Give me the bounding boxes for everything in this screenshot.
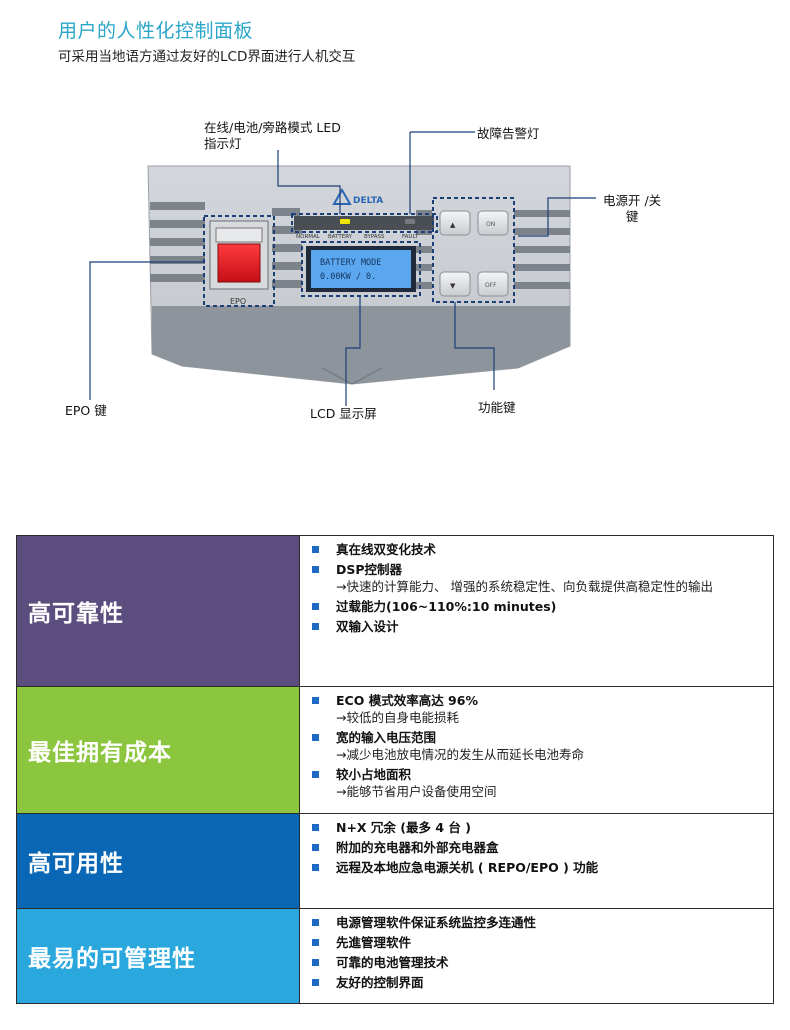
battery-led-icon	[340, 219, 350, 224]
feature-item: 远程及本地应急电源关机 ( REPO/EPO ) 功能	[312, 859, 773, 876]
led-label-normal: NORMAL	[296, 234, 321, 240]
callout-led-indicator: 在线/电池/旁路模式 LED 指示灯	[204, 120, 341, 151]
feature-category: 高可用性	[17, 814, 300, 908]
square-bullet-icon	[312, 697, 319, 704]
square-bullet-icon	[312, 603, 319, 610]
feature-item: 过载能力(106~110%:10 minutes)	[312, 598, 773, 615]
callout-power-key: 电源开 /关 键	[603, 193, 662, 224]
control-panel-illustration: DELTA NORMAL BATTERY BYPASS FAULT EPO BA…	[89, 131, 596, 406]
feature-item: 先進管理软件	[312, 934, 773, 951]
page-title: 用户的人性化控制面板	[58, 20, 254, 42]
svg-text:▲: ▲	[450, 221, 456, 229]
led-label-battery: BATTERY	[328, 234, 353, 240]
feature-item: 双输入设计	[312, 618, 773, 635]
feature-category: 最佳拥有成本	[17, 687, 300, 813]
fault-led-icon	[405, 219, 415, 224]
epo-button[interactable]: EPO	[209, 220, 269, 306]
feature-category: 高可靠性	[17, 536, 300, 686]
callout-lines	[89, 131, 596, 406]
square-bullet-icon	[312, 844, 319, 851]
feature-row-cost: 最佳拥有成本 ECO 模式效率高达 96%→较低的自身电能损耗 宽的输入电压范围…	[17, 687, 773, 814]
feature-item: 附加的充电器和外部充电器盒	[312, 839, 773, 856]
feature-table: 高可靠性 真在线双变化技术 DSP控制器→快速的计算能力、 增强的系统稳定性、向…	[16, 535, 774, 1004]
function-key-up[interactable]: ▲	[439, 210, 471, 236]
lcd-line-2: 0.00KW / 0.	[320, 272, 376, 282]
square-bullet-icon	[312, 734, 319, 741]
callout-function-key: 功能键	[478, 400, 516, 415]
highlight-boxes	[203, 197, 515, 307]
feature-item: 友好的控制界面	[312, 974, 773, 991]
delta-logo: DELTA	[332, 187, 383, 206]
feature-row-reliability: 高可靠性 真在线双变化技术 DSP控制器→快速的计算能力、 增强的系统稳定性、向…	[17, 536, 773, 687]
callout-epo-key: EPO 键	[65, 403, 107, 418]
callout-lcd: LCD 显示屏	[310, 406, 377, 421]
square-bullet-icon	[312, 864, 319, 871]
feature-items: ECO 模式效率高达 96%→较低的自身电能损耗 宽的输入电压范围→减少电池放电…	[300, 687, 773, 813]
square-bullet-icon	[312, 566, 319, 573]
feature-item: 宽的输入电压范围→减少电池放电情况的发生从而延长电池寿命	[312, 729, 773, 763]
feature-item: 可靠的电池管理技术	[312, 954, 773, 971]
callout-fault-lamp: 故障告警灯	[477, 126, 540, 141]
led-indicators: NORMAL BATTERY BYPASS FAULT	[294, 216, 434, 240]
feature-row-manageability: 最易的可管理性 电源管理软件保证系统监控多连通性 先進管理软件 可靠的电池管理技…	[17, 909, 773, 1003]
feature-item: 真在线双变化技术	[312, 541, 773, 558]
feature-category: 最易的可管理性	[17, 909, 300, 1003]
lcd-screen: BATTERY MODE 0.00KW / 0.	[306, 246, 416, 292]
svg-text:DELTA: DELTA	[353, 196, 383, 206]
square-bullet-icon	[312, 919, 319, 926]
square-bullet-icon	[312, 979, 319, 986]
feature-items: 电源管理软件保证系统监控多连通性 先進管理软件 可靠的电池管理技术 友好的控制界…	[300, 909, 773, 1003]
feature-item: 电源管理软件保证系统监控多连通性	[312, 914, 773, 931]
power-on-button[interactable]: ON	[477, 210, 509, 236]
square-bullet-icon	[312, 546, 319, 553]
feature-item: N+X 冗余 (最多 4 台 )	[312, 819, 773, 836]
feature-item: 较小占地面积→能够节省用户设备使用空间	[312, 766, 773, 800]
panel-grooves	[150, 202, 570, 289]
square-bullet-icon	[312, 959, 319, 966]
feature-items: N+X 冗余 (最多 4 台 ) 附加的充电器和外部充电器盒 远程及本地应急电源…	[300, 814, 773, 908]
function-key-down[interactable]: ▼	[439, 271, 471, 297]
svg-text:▼: ▼	[450, 282, 456, 290]
feature-items: 真在线双变化技术 DSP控制器→快速的计算能力、 增强的系统稳定性、向负载提供高…	[300, 536, 773, 686]
feature-row-availability: 高可用性 N+X 冗余 (最多 4 台 ) 附加的充电器和外部充电器盒 远程及本…	[17, 814, 773, 909]
square-bullet-icon	[312, 824, 319, 831]
svg-text:ON: ON	[486, 221, 495, 228]
page-subtitle: 可采用当地语方通过友好的LCD界面进行人机交互	[58, 49, 356, 65]
led-label-bypass: BYPASS	[364, 234, 385, 240]
power-off-button[interactable]: OFF	[477, 271, 509, 297]
feature-item: DSP控制器→快速的计算能力、 增强的系统稳定性、向负载提供高稳定性的输出	[312, 561, 773, 595]
square-bullet-icon	[312, 939, 319, 946]
led-label-fault: FAULT	[402, 234, 419, 240]
feature-item: ECO 模式效率高达 96%→较低的自身电能损耗	[312, 692, 773, 726]
svg-text:EPO: EPO	[230, 297, 246, 306]
square-bullet-icon	[312, 623, 319, 630]
svg-text:OFF: OFF	[485, 282, 497, 289]
lcd-line-1: BATTERY MODE	[320, 258, 381, 268]
square-bullet-icon	[312, 771, 319, 778]
